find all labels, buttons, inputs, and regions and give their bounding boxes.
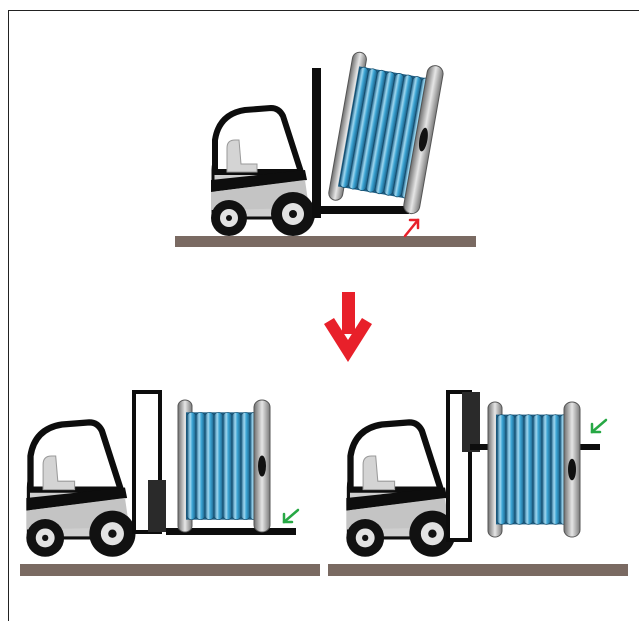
green-check-arrow-icon (282, 508, 300, 524)
mast-bottom-left (132, 390, 296, 535)
forklift-bottom-right (346, 422, 455, 556)
reel-top (327, 50, 445, 216)
green-check-arrow-icon (590, 418, 608, 434)
forklift-bottom-left (26, 422, 135, 556)
down-arrow-icon (324, 292, 372, 362)
panel-top-incorrect (175, 50, 476, 247)
ground-top (175, 236, 476, 247)
ground-bottom-right (328, 564, 628, 576)
ground-bottom-left (20, 564, 320, 576)
panel-bottom-left-correct (20, 390, 320, 576)
red-warning-arrow-icon (403, 218, 420, 238)
panel-bottom-right-correct (328, 390, 628, 576)
mast-top (312, 68, 409, 218)
reel-bottom-right (487, 401, 581, 538)
reel-bottom-left (177, 399, 271, 533)
forklift-top (211, 108, 315, 236)
